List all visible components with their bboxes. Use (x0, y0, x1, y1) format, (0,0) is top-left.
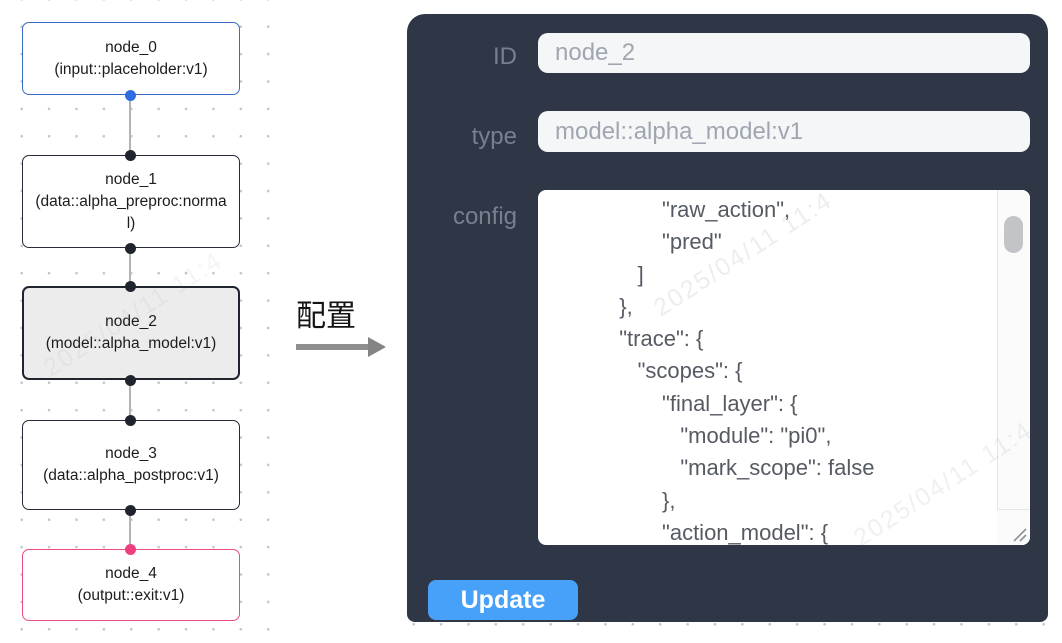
type-input[interactable] (538, 111, 1030, 152)
node-handle-source-node_0[interactable] (124, 89, 136, 101)
edge-node3-node4 (129, 510, 132, 549)
node-handle-target-node_1[interactable] (124, 149, 136, 161)
resize-handle-icon (1013, 528, 1027, 542)
config-panel: ID type config "raw_action", "pred" ] },… (407, 14, 1048, 622)
node-id-label: node_3 (105, 445, 157, 462)
flow-node-node_4[interactable]: node_4 (output::exit:v1) (22, 549, 240, 621)
id-field-label: ID (493, 43, 517, 70)
node-handle-target-node_3[interactable] (124, 414, 136, 426)
node-type-label: (data::alpha_postproc:v1) (43, 467, 219, 484)
arrow-right-icon (296, 344, 370, 350)
flow-node-node_1[interactable]: node_1 (data::alpha_preproc:normal) (22, 155, 240, 248)
node-id-label: node_2 (105, 313, 157, 330)
flow-node-node_2[interactable]: node_2 (model::alpha_model:v1) (22, 286, 240, 380)
node-type-label: (data::alpha_preproc:normal) (35, 192, 227, 232)
node-handle-source-node_3[interactable] (124, 504, 136, 516)
arrow-right-head-icon (368, 337, 386, 357)
edge-node2-node3 (129, 380, 132, 420)
config-panel-canvas: ID type config "raw_action", "pred" ] },… (393, 0, 1062, 643)
node-type-label: (output::exit:v1) (77, 587, 185, 604)
node-type-label: (model::alpha_model:v1) (45, 335, 217, 352)
config-textarea[interactable]: "raw_action", "pred" ] }, "trace": { "sc… (538, 190, 1030, 545)
config-field-label: config (452, 203, 517, 230)
config-scrollbar-thumb[interactable] (1004, 216, 1023, 253)
id-input[interactable] (538, 33, 1030, 73)
config-resize-corner[interactable] (997, 509, 1030, 545)
node-handle-target-node_2[interactable] (124, 280, 136, 292)
node-type-label: (input::placeholder:v1) (54, 60, 208, 78)
config-scrollbar-track[interactable] (997, 190, 1030, 545)
edge-node0-node1 (129, 95, 132, 155)
node-handle-source-node_2[interactable] (124, 374, 136, 386)
node-handle-target-node_4[interactable] (124, 543, 136, 555)
node-handle-source-node_1[interactable] (124, 242, 136, 254)
config-json-text: "raw_action", "pred" ] }, "trace": { "sc… (619, 197, 875, 545)
flow-canvas[interactable]: node_0 (input::placeholder:v1) node_1 (d… (0, 0, 281, 643)
flow-node-node_0[interactable]: node_0 (input::placeholder:v1) (22, 22, 240, 95)
type-field-label: type (471, 123, 517, 150)
node-id-label: node_1 (105, 170, 157, 188)
edge-node1-node2 (129, 248, 132, 286)
node-id-label: node_0 (105, 38, 157, 56)
update-button[interactable]: Update (428, 580, 578, 620)
annotation-label: 配置 (296, 300, 356, 333)
node-id-label: node_4 (105, 565, 157, 582)
flow-node-node_3[interactable]: node_3 (data::alpha_postproc:v1) (22, 420, 240, 510)
